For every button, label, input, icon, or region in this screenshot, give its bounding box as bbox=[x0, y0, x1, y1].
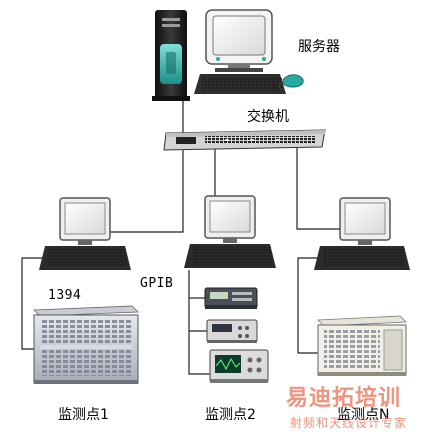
watermark-tagline: 射频和天线设计专家 bbox=[290, 416, 408, 430]
vxi-1394-chassis-icon bbox=[33, 305, 139, 384]
link-switch-hostn bbox=[280, 146, 340, 230]
server-label: 服务器 bbox=[298, 39, 340, 55]
monitoring-point-n-label: 监测点N bbox=[337, 407, 390, 423]
host2-computer-icon bbox=[184, 195, 276, 268]
link-switch-host1 bbox=[110, 147, 184, 233]
network-switch-icon bbox=[163, 129, 326, 151]
host1-computer-icon bbox=[39, 197, 131, 270]
link-hostn-device bbox=[297, 257, 320, 354]
gpib-instrument-2-icon bbox=[206, 319, 258, 343]
monitoring-point-2-label: 监测点2 bbox=[205, 407, 256, 423]
watermark-brand: 易迪拓培训 bbox=[286, 386, 402, 411]
server-mouse-icon bbox=[279, 74, 304, 91]
bus-1394-label: 1394 bbox=[48, 288, 82, 303]
server-tower-icon bbox=[152, 10, 190, 101]
switch-label: 交换机 bbox=[247, 109, 289, 125]
bus-gpib-label: GPIB bbox=[140, 276, 174, 291]
link-host1-chassis bbox=[21, 257, 45, 350]
link-gpib-bus bbox=[188, 270, 210, 375]
gpib-oscilloscope-icon bbox=[209, 349, 269, 383]
monitoring-device-n-icon bbox=[317, 315, 407, 376]
server-monitor-icon bbox=[205, 9, 273, 72]
monitoring-point-1-label: 监测点1 bbox=[58, 407, 109, 423]
server-keyboard-icon bbox=[194, 74, 286, 94]
gpib-instrument-1-icon bbox=[204, 287, 258, 309]
hostn-computer-icon bbox=[314, 197, 410, 270]
